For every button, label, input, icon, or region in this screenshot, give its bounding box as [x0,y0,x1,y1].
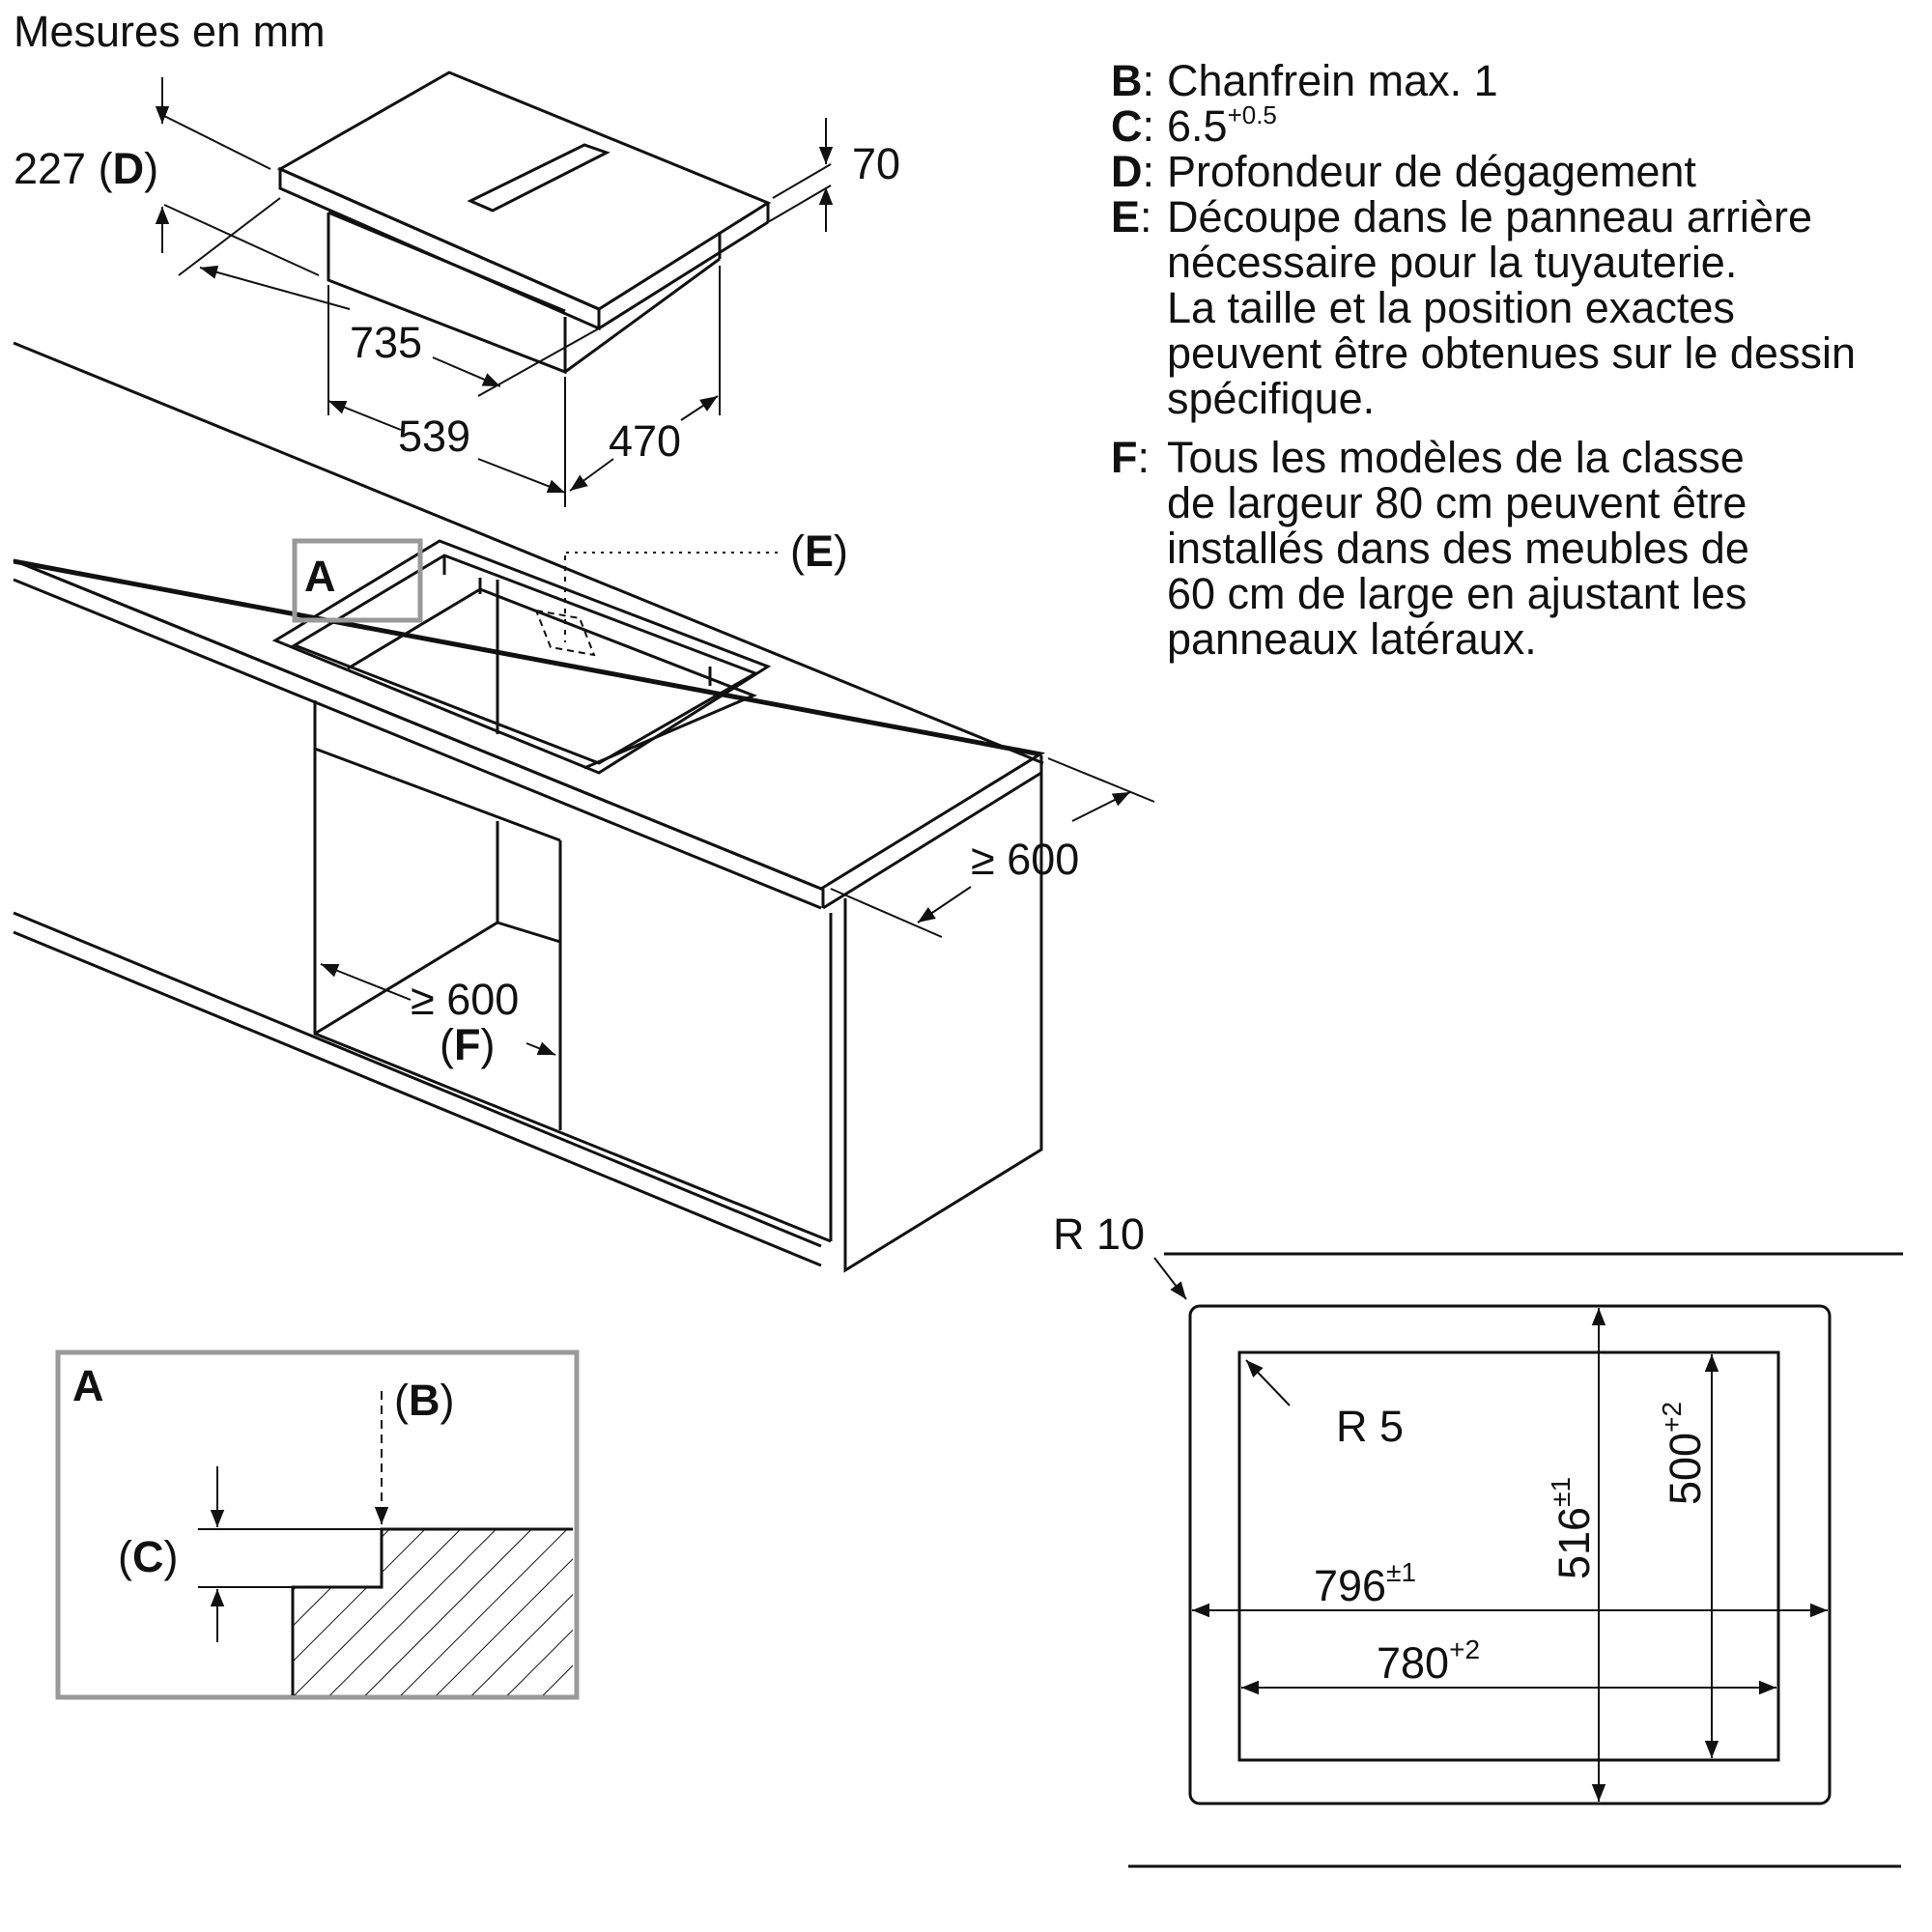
body-width-value: 539 [398,412,470,461]
legend-item-f: F: Tous les modèles de la classe de larg… [1111,433,1749,664]
inner-height-value: 500+2 [1657,1402,1710,1505]
measures-unit-title: Mesures en mm [14,7,326,56]
cabinet-drawing [13,341,1046,1273]
cutout-plan [1128,1252,1903,1868]
legend: B: Chanfrein max. 1 C: 6.5+0.5 D: Profon… [1111,58,1903,662]
counter-depth-dimension [830,757,1155,938]
legend-item-b: B: Chanfrein max. 1 [1111,56,1498,105]
step-c-label: (C) [118,1532,179,1581]
cabinet-width-value: ≥ 600 [411,975,519,1024]
detail-a-title: A [72,1361,104,1410]
outer-width-value: 796±1 [1314,1557,1416,1610]
appliance-dimensions: 227 (D) 70 735 539 470 [14,77,900,507]
legend-item-d: D: Profondeur de dégagement [1111,147,1696,196]
body-depth-value: 470 [609,416,681,466]
legend-item-c: C: 6.5+0.5 [1111,100,1277,151]
cabinet-note-label: (F) [440,1020,496,1069]
cutout-e-label: (E) [790,526,848,576]
detail-a-panel [55,1350,580,1700]
cabinet-width-dimension [320,963,556,1056]
chamfer-b-label: (B) [394,1376,455,1425]
height-value: 70 [852,139,900,188]
legend-item-e: E: Découpe dans le panneau arrière néces… [1111,192,1856,423]
depth-clearance-value: 227 (D) [14,144,158,193]
width-value: 735 [350,318,422,367]
detail-a-marker [292,538,423,623]
counter-depth-value: ≥ 600 [971,835,1079,884]
inner-radius-label: R 5 [1336,1402,1404,1451]
detail-a-label: A [304,552,336,601]
outer-height-value: 516±1 [1546,1477,1599,1579]
inner-width-value: 780+2 [1377,1634,1480,1688]
outer-radius-label: R 10 [1053,1209,1145,1259]
